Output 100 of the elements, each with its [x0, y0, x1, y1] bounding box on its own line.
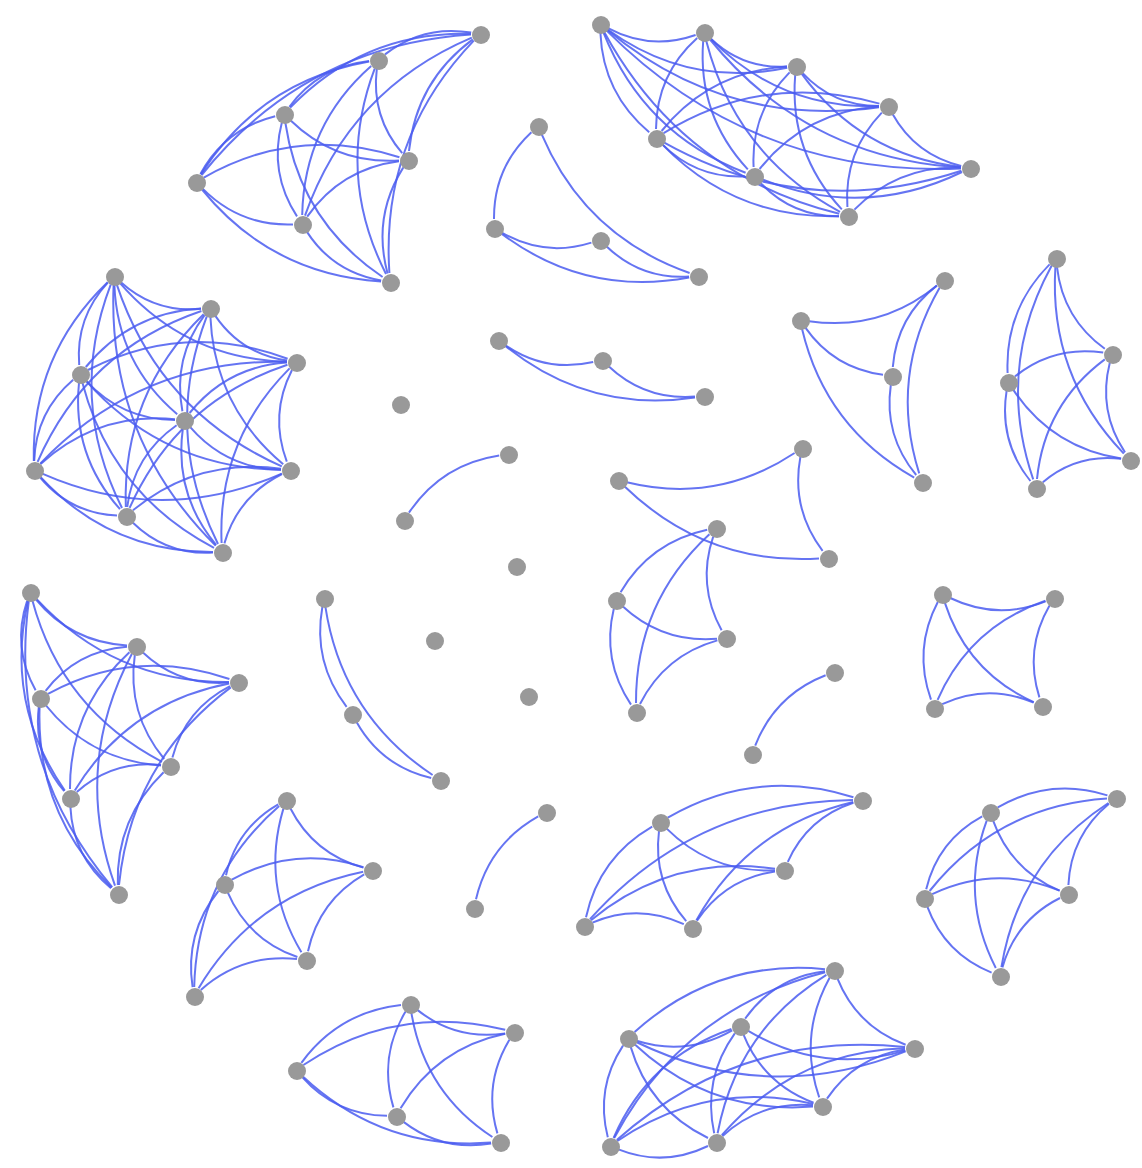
graph-edge	[416, 1008, 507, 1036]
graph-edge	[226, 891, 299, 958]
graph-edge	[39, 475, 214, 553]
graph-edge	[720, 1047, 906, 1137]
graph-edge	[84, 307, 202, 368]
graph-node	[297, 951, 315, 969]
graph-edge	[301, 65, 373, 216]
graph-edge	[36, 310, 203, 463]
graph-edge	[38, 706, 113, 889]
graph-edge	[189, 425, 282, 471]
graph-edge	[616, 1096, 815, 1142]
graph-node	[431, 771, 449, 789]
graph-edge	[190, 890, 220, 989]
graph-node	[609, 471, 627, 489]
graph-node	[229, 673, 247, 691]
graph-edge	[32, 281, 109, 462]
graph-node	[201, 299, 219, 317]
graph-edge	[356, 67, 387, 275]
graph-edge	[188, 361, 288, 414]
graph-edge	[306, 160, 400, 218]
graph-edge	[73, 682, 231, 792]
graph-node	[315, 589, 333, 607]
graph-edge	[35, 597, 230, 683]
graph-node	[853, 791, 871, 809]
graph-node	[1047, 249, 1065, 267]
graph-node	[933, 585, 951, 603]
graph-node	[879, 97, 897, 115]
graph-edge	[1004, 389, 1032, 482]
graph-edge	[96, 653, 133, 887]
graph-edge	[836, 977, 907, 1046]
graph-edge	[504, 344, 696, 402]
graph-edge	[319, 605, 348, 708]
graph-node	[399, 151, 417, 169]
graph-edge	[1032, 604, 1051, 699]
graph-edge	[276, 121, 298, 218]
graph-node	[981, 803, 999, 821]
graph-edge	[605, 245, 690, 278]
graph-node	[185, 987, 203, 1005]
graph-node	[293, 215, 311, 233]
graph-edge	[504, 344, 595, 366]
graph-node	[213, 543, 231, 561]
graph-node	[825, 961, 843, 979]
graph-edge	[20, 599, 37, 692]
graph-node	[1121, 451, 1139, 469]
graph-edge	[39, 417, 176, 465]
graph-edge	[1056, 266, 1106, 350]
graph-edge	[278, 369, 293, 463]
graph-edge	[996, 787, 1109, 809]
graph-edge	[589, 799, 854, 921]
graph-edge	[639, 639, 719, 705]
graph-node	[647, 129, 665, 147]
graph-edge	[585, 825, 654, 919]
graph-node	[519, 687, 537, 705]
graph-edge	[131, 521, 214, 554]
graph-edge	[540, 133, 691, 274]
graph-edge	[85, 379, 282, 471]
graph-node	[745, 167, 763, 185]
graph-edge	[20, 599, 66, 792]
graph-node	[25, 461, 43, 479]
graph-node	[905, 1039, 923, 1057]
graph-edge	[408, 454, 501, 514]
graph-edge	[633, 1043, 814, 1109]
graph-edge	[410, 1011, 494, 1138]
graph-edge	[936, 599, 1047, 701]
graph-edge	[744, 970, 826, 1020]
graph-edge	[1001, 897, 1061, 969]
graph-edge	[387, 39, 475, 274]
graph-edge	[128, 363, 289, 509]
graph-edge	[759, 181, 840, 218]
graph-edge	[284, 122, 384, 278]
graph-edge	[615, 1043, 906, 1141]
graph-edge	[629, 1045, 709, 1139]
graph-node	[465, 899, 483, 917]
graph-edge	[223, 473, 283, 545]
graph-edge	[752, 71, 791, 168]
graph-node	[775, 861, 793, 879]
graph-node	[707, 1133, 725, 1151]
graph-edge	[381, 166, 405, 275]
graph-edge	[922, 601, 939, 701]
graph-edge	[41, 472, 283, 501]
graph-edge	[605, 29, 962, 170]
graph-node	[61, 789, 79, 807]
graph-edge	[399, 1032, 507, 1110]
graph-node	[925, 699, 943, 717]
graph-edge	[289, 119, 400, 162]
graph-edge	[1017, 264, 1053, 481]
graph-edge	[199, 957, 298, 991]
graph-edge	[931, 877, 1061, 896]
graph-edge	[230, 857, 365, 881]
graph-edge	[619, 528, 709, 594]
graph-node	[471, 25, 489, 43]
graph-node	[21, 583, 39, 601]
graph-edge	[607, 365, 696, 398]
graph-node	[1103, 345, 1121, 363]
graph-edge	[199, 115, 277, 175]
graph-edge	[696, 870, 776, 922]
graph-edge	[302, 1020, 507, 1066]
graph-node	[731, 1017, 749, 1035]
graph-node	[175, 411, 193, 429]
graph-edge	[500, 232, 691, 284]
